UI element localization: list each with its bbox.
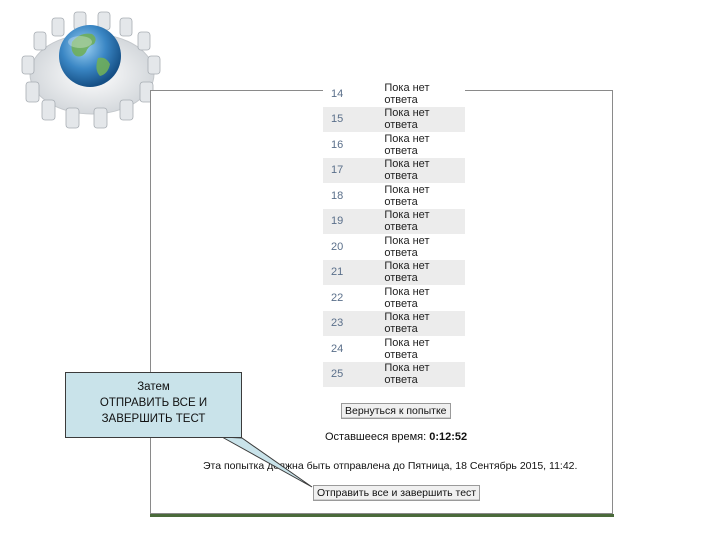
question-number: 20 [331,240,344,253]
time-remaining: Оставшееся время: 0:12:52 [325,431,468,443]
instruction-callout: Затем ОТПРАВИТЬ ВСЕ И ЗАВЕРШИТЬ ТЕСТ [65,372,242,438]
question-number: 25 [331,368,344,381]
question-status: Пока нет ответа [384,285,430,310]
question-number: 19 [331,215,344,228]
table-row[interactable]: 17 Пока нет ответа [323,157,465,183]
question-number: 21 [331,266,344,279]
globe-conference-logo [21,11,161,129]
question-status: Пока нет ответа [384,209,430,234]
table-row[interactable]: 23 Пока нет ответа [323,310,465,336]
question-status: Пока нет ответа [384,183,430,208]
question-number: 18 [331,189,344,202]
question-status: Пока нет ответа [384,81,430,106]
callout-line-3: ЗАВЕРШИТЬ ТЕСТ [101,413,206,425]
table-row[interactable]: 18 Пока нет ответа [323,183,465,209]
time-remaining-label: Оставшееся время [325,431,424,443]
question-number: 23 [331,317,344,330]
table-row[interactable]: 21 Пока нет ответа [323,259,465,285]
callout-line-2: ОТПРАВИТЬ ВСЕ И [99,397,208,409]
question-status: Пока нет ответа [384,311,430,336]
submit-all-and-finish-button[interactable]: Отправить все и завершить тест [313,485,481,501]
question-number: 15 [331,113,344,126]
question-status: Пока нет ответа [384,107,430,132]
table-row[interactable]: 24 Пока нет ответа [323,336,465,362]
table-row[interactable]: 16 Пока нет ответа [323,132,465,158]
question-status: Пока нет ответа [384,158,430,183]
return-to-attempt-button[interactable]: Вернуться к попытке [341,403,451,419]
question-number: 24 [331,342,344,355]
table-row[interactable]: 19 Пока нет ответа [323,208,465,234]
table-row[interactable]: 25 Пока нет ответа [323,361,465,387]
table-row[interactable]: 20 Пока нет ответа [323,234,465,260]
submission-deadline-notice: Эта попытка должна быть отправлена до Пя… [203,460,578,472]
question-status: Пока нет ответа [384,336,430,361]
question-status: Пока нет ответа [384,362,430,387]
table-row[interactable]: 22 Пока нет ответа [323,285,465,311]
time-remaining-value: 0:12:52 [429,431,468,443]
question-number: 17 [331,164,344,177]
question-status: Пока нет ответа [384,132,430,157]
question-number: 22 [331,291,344,304]
question-number: 16 [331,138,344,151]
table-row[interactable]: 15 Пока нет ответа [323,106,465,132]
question-number: 14 [331,87,344,100]
table-row[interactable]: 14 Пока нет ответа [323,81,465,107]
callout-line-1: Затем [137,381,170,393]
panel-bottom-border [150,514,614,517]
question-status: Пока нет ответа [384,260,430,285]
question-status: Пока нет ответа [384,234,430,259]
